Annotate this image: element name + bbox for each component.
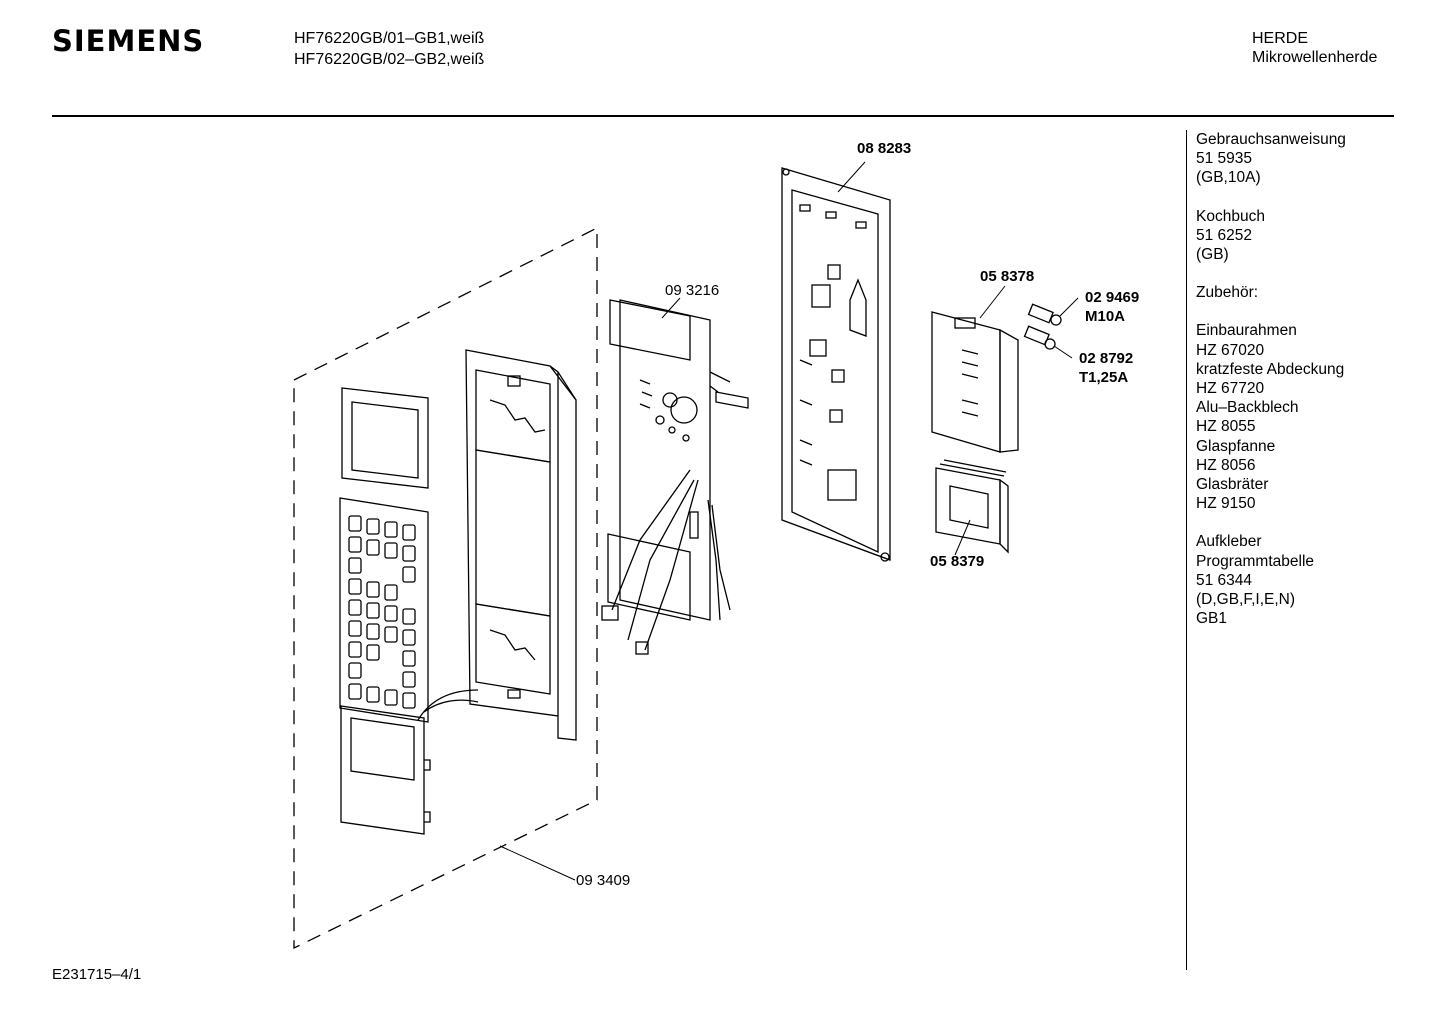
front-frame [465,349,577,741]
accessory-line: Kochbuch [1196,207,1265,225]
accessory-line: 51 6252 [1196,226,1253,244]
accessory-line: Gebrauchsanweisung [1196,131,1346,148]
part-label-module: 05 8378 [980,268,1035,285]
accessory-line: kratzfeste Abdeckung [1196,360,1345,378]
keypad-key [348,662,362,679]
accessory-line: Programmtabelle [1196,552,1315,570]
part-label-frame: 08 8283 [857,140,912,157]
part-label-fuse2-rating: T1,25A [1079,369,1129,386]
keypad-key [384,626,398,643]
keypad-key [366,602,380,619]
keypad-key [402,608,416,625]
transformer [935,459,1009,554]
keypad-key [348,683,362,700]
leader-lines [499,161,1079,881]
keypad-key [348,515,362,532]
keypad-key [366,581,380,598]
keypad-key [348,641,362,658]
lower-cover [340,705,431,835]
model-line-1: HF76220GB/01–GB1,weiß [294,30,485,47]
accessory-line: (GB) [1196,246,1229,264]
part-label-front-panel: 09 3409 [576,872,631,889]
part-label-fuse2: 02 8792 [1079,350,1134,367]
category: HERDE [1252,30,1309,47]
accessory-line: HZ 8056 [1196,456,1256,474]
keypad-key [402,650,416,667]
accessory-line: Glaspfanne [1196,437,1276,455]
keypad-key [384,584,398,601]
keypad-key [402,671,416,688]
sidebar-divider [1186,130,1187,970]
accessory-line: Einbaurahmen [1196,322,1297,340]
keypad-key [348,557,362,574]
list-spacer [1196,513,1346,532]
accessory-line: Aufkleber [1196,533,1262,551]
list-spacer [1196,302,1346,321]
accessory-line: HZ 9150 [1196,495,1256,513]
mounting-bracket [781,167,891,562]
accessory-line: GB1 [1196,610,1228,628]
keypad-key [402,629,416,646]
keypad-key [366,686,380,703]
fuse-m10a [1027,303,1062,326]
control-pcb [601,299,749,655]
keypad-key [366,539,380,556]
part-label-fuse1-rating: M10A [1085,308,1126,325]
subcategory: Mikrowellenherde [1252,49,1378,66]
part-label-pcb: 09 3216 [665,282,720,299]
keypad-key [348,536,362,553]
part-label-fuse1: 02 9469 [1085,289,1140,306]
accessory-line: Alu–Backblech [1196,399,1299,417]
accessory-line: HZ 8055 [1196,418,1256,436]
accessory-line: Glasbräter [1196,476,1269,494]
keypad-key [402,545,416,562]
keypad-membrane [339,497,479,723]
keypad-key [384,542,398,559]
accessory-line: 51 6344 [1196,571,1253,589]
keypad-key [384,689,398,706]
accessory-line: (D,GB,F,I,E,N) [1196,591,1296,609]
mounting-plane [293,226,598,950]
accessory-line: (GB,10A) [1196,169,1261,187]
keypad-key [348,599,362,616]
accessory-line: 51 5935 [1196,150,1253,168]
brand-logo: SIEMENS [52,24,205,58]
list-spacer [1196,188,1346,207]
accessory-line: Zubehör: [1196,284,1259,302]
keypad-key [402,566,416,583]
keypad-key [402,692,416,709]
relay-module [931,311,1019,453]
accessory-line: HZ 67720 [1196,380,1265,398]
exploded-view-diagram [293,161,1079,950]
drawing-id: E231715–4/1 [52,966,142,983]
fuse-t125a [1023,325,1056,350]
keypad-key [384,605,398,622]
keypad-key [348,578,362,595]
accessory-line: HZ 67020 [1196,341,1265,359]
keypad-key [384,521,398,538]
list-spacer [1196,264,1346,283]
keypad-key [366,644,380,661]
header-rule [52,115,1394,117]
keypad-key [348,620,362,637]
accessory-list: Gebrauchsanweisung 51 5935(GB,10A) Kochbuc… [1196,130,1346,628]
model-line-2: HF76220GB/02–GB2,weiß [294,51,485,68]
keypad-key [402,524,416,541]
display-window [341,387,429,489]
keypad-key [366,518,380,535]
keypad-key [366,623,380,640]
part-label-transformer: 05 8379 [930,553,985,570]
